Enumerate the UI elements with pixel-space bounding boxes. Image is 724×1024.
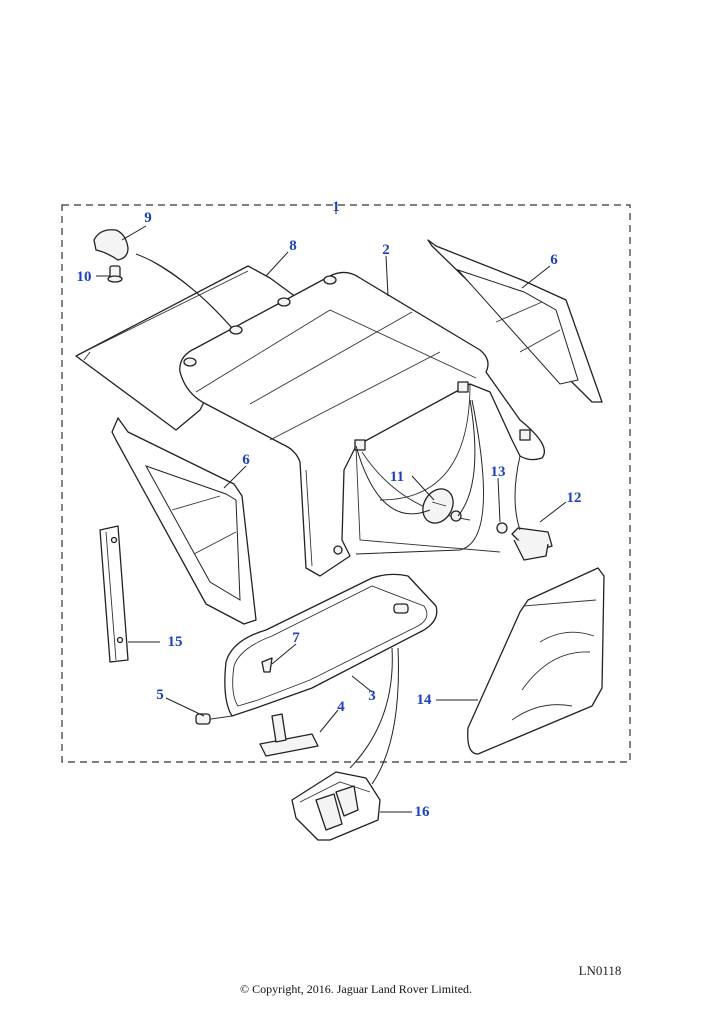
callout-2[interactable]: 2 bbox=[382, 242, 390, 258]
part-11-cap[interactable] bbox=[417, 483, 459, 528]
callout-9[interactable]: 9 bbox=[144, 210, 152, 226]
part-6-right-side-window[interactable] bbox=[427, 239, 603, 403]
callout-6-left[interactable]: 6 bbox=[242, 452, 250, 468]
callout-6-right[interactable]: 6 bbox=[550, 252, 558, 268]
part-15-trim-strip[interactable] bbox=[99, 525, 129, 663]
callout-11[interactable]: 11 bbox=[390, 469, 404, 485]
part-16-stowage-bracket[interactable] bbox=[291, 771, 381, 841]
callout-12[interactable]: 12 bbox=[567, 490, 582, 506]
callout-7[interactable]: 7 bbox=[292, 630, 300, 646]
callout-10[interactable]: 10 bbox=[77, 269, 92, 285]
callout-14[interactable]: 14 bbox=[417, 692, 433, 708]
part-4-bracket[interactable] bbox=[259, 713, 319, 757]
kit-boundary bbox=[61, 204, 631, 763]
part-6-left-side-window[interactable] bbox=[111, 417, 257, 625]
callout-15[interactable]: 15 bbox=[168, 634, 183, 650]
part-9-cover[interactable] bbox=[93, 229, 129, 261]
part-2-hard-top[interactable] bbox=[179, 271, 546, 577]
part-13-nut[interactable] bbox=[450, 510, 508, 534]
part-3-seal-frame[interactable] bbox=[195, 573, 438, 725]
copyright-notice: © Copyright, 2016. Jaguar Land Rover Lim… bbox=[240, 982, 472, 996]
part-7-clip[interactable] bbox=[261, 657, 273, 673]
part-10-screw[interactable] bbox=[107, 265, 123, 283]
callout-13[interactable]: 13 bbox=[491, 464, 506, 480]
diagram-reference: LN0118 bbox=[579, 963, 622, 978]
part-14-stowage-bag[interactable] bbox=[467, 567, 605, 755]
callout-1[interactable]: 1 bbox=[332, 199, 340, 215]
part-12-hinge-bracket[interactable] bbox=[511, 527, 553, 561]
callout-16[interactable]: 16 bbox=[415, 804, 431, 820]
callout-3[interactable]: 3 bbox=[368, 688, 376, 704]
callout-8[interactable]: 8 bbox=[289, 238, 297, 254]
leader-lines bbox=[96, 204, 567, 813]
callout-5[interactable]: 5 bbox=[156, 687, 164, 703]
callout-labels: 1 2 3 4 5 6 6 7 8 9 10 11 12 13 14 15 16 bbox=[77, 199, 582, 820]
callout-4[interactable]: 4 bbox=[337, 699, 345, 715]
